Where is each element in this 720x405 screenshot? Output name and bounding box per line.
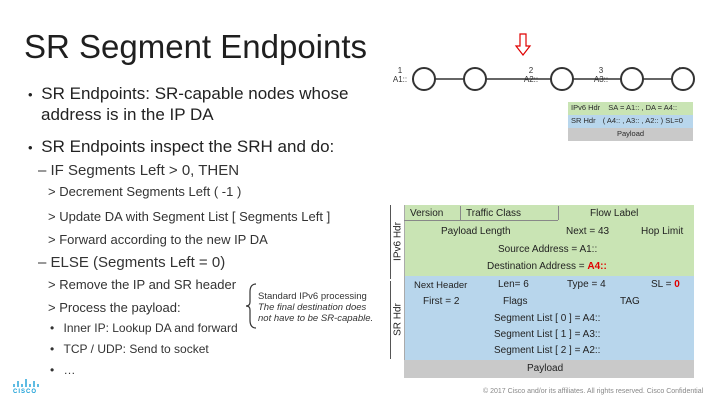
node-address: A1:: [392,75,408,84]
bullet-dot: • [28,87,33,102]
note-line1: Standard IPv6 processing [258,291,367,302]
node-number: 3 [598,66,604,75]
destination-prefix: Destination Address = [487,261,588,272]
col-divider [460,206,461,220]
destination-value: A4:: [587,261,607,272]
node-4-circle[interactable] [671,67,695,91]
mini-ipv6-label: IPv6 Hdr [571,103,601,112]
sl-value: 0 [674,279,680,290]
else-condition: – ELSE (Segments Left = 0) [38,254,226,271]
col-divider [558,206,559,220]
payload-item-text: Inner IP: Lookup DA and forward [63,321,238,335]
mini-sr-label: SR Hdr [571,116,596,125]
field-version: Version [410,208,444,219]
field-flags: Flags [503,296,528,307]
node-3-label: 3 A3:: [584,66,618,84]
page-title: SR Segment Endpoints [24,28,368,65]
mini-payload: Payload [568,128,693,141]
sr-side-label: SR Hdr [392,303,404,336]
ipv6-side-label: IPv6 Hdr [392,222,404,261]
node-2-circle[interactable] [550,67,574,91]
packet-frame [404,205,695,360]
node-1-circle[interactable] [412,67,436,91]
sl-prefix: SL = [651,279,675,290]
segment-list-0: Segment List [ 0 ] = A4:: [494,313,601,324]
small-bullet-dot: • [50,342,55,356]
field-tag: TAG [620,296,640,307]
node-1-label: 1 A1:: [383,66,417,84]
bullet-sr-endpoints: • SR Endpoints: SR-capable nodes whose a… [28,84,348,125]
mini-ipv6-value: SA = A1:: , DA = A4:: [608,103,678,112]
segment-list-2: Segment List [ 2 ] = A2:: [494,345,601,356]
bullet-inspect-srh: • SR Endpoints inspect the SRH and do: [28,137,334,158]
payload-label: Payload [527,363,564,374]
bullet-text-line1: SR Endpoints: SR-capable nodes whose [41,84,349,103]
ipv6-header-block [404,205,694,279]
curly-brace-icon [245,283,257,329]
cisco-logo-icon [13,379,39,387]
node-3-circle[interactable] [620,67,644,91]
payload-item-more: • … [50,363,76,377]
field-next-header: Next Header [414,280,468,291]
small-bullet-dot: • [50,321,55,335]
transit-node-circle[interactable] [463,67,487,91]
node-address: A2:: [523,75,539,84]
bullet-text-line2: address is in the IP DA [41,105,214,124]
mini-ipv6-header: IPv6 Hdr SA = A1:: , DA = A4:: [568,102,693,115]
down-arrow-icon [514,33,532,56]
note-line3: not have to be SR-capable. [258,313,374,324]
if-item-forward: > Forward according to the new IP DA [48,232,268,247]
payload-item-tcp-udp: • TCP / UDP: Send to socket [50,342,209,356]
node-number: 2 [528,66,534,75]
field-first: First = 2 [423,296,460,307]
if-item-update-da: > Update DA with Segment List [ Segments… [48,209,331,224]
field-type: Type = 4 [567,279,606,290]
if-condition: – IF Segments Left > 0, THEN [38,162,240,179]
node-number: 1 [397,66,403,75]
field-segments-left: SL = 0 [651,277,680,293]
payload-block [404,360,694,378]
segment-list-1: Segment List [ 1 ] = A3:: [494,329,601,340]
if-item-decrement: > Decrement Segments Left ( -1 ) [48,184,242,199]
node-address: A3:: [593,75,609,84]
srh-bracket [390,281,405,359]
payload-item-text: … [63,363,76,377]
node-2-label: 2 A2:: [514,66,548,84]
else-item-process: > Process the payload: [48,300,181,315]
ipv6-bracket [390,205,405,279]
srh-block [404,276,694,360]
row-divider [404,220,558,221]
note-line2: The final destination does [258,302,367,313]
payload-item-text: TCP / UDP: Send to socket [63,342,209,356]
mini-sr-value: ( A4:: , A3:: , A2:: ) SL=0 [602,116,683,125]
field-destination-address: Destination Address = A4:: [487,259,607,275]
mini-sr-header: SR Hdr ( A4:: , A3:: , A2:: ) SL=0 [568,115,693,128]
field-next-header-value: Next = 43 [566,226,610,237]
field-flow-label: Flow Label [590,208,639,219]
small-bullet-dot: • [50,363,55,377]
field-traffic-class: Traffic Class [466,208,522,219]
else-item-remove: > Remove the IP and SR header [48,277,237,292]
field-len: Len= 6 [498,279,529,290]
payload-item-inner-ip: • Inner IP: Lookup DA and forward [50,321,238,335]
field-source-address: Source Address = A1:: [498,244,598,255]
cisco-logo-text: CISCO [13,389,38,395]
bullet-text: SR Endpoints inspect the SRH and do: [41,137,335,156]
bullet-dot: • [28,140,33,155]
standard-processing-note: Standard IPv6 processing The final desti… [258,291,388,324]
field-payload-length: Payload Length [441,226,511,237]
footer-copyright: © 2017 Cisco and/or its affiliates. All … [483,388,704,395]
field-hop-limit: Hop Limit [641,226,684,237]
